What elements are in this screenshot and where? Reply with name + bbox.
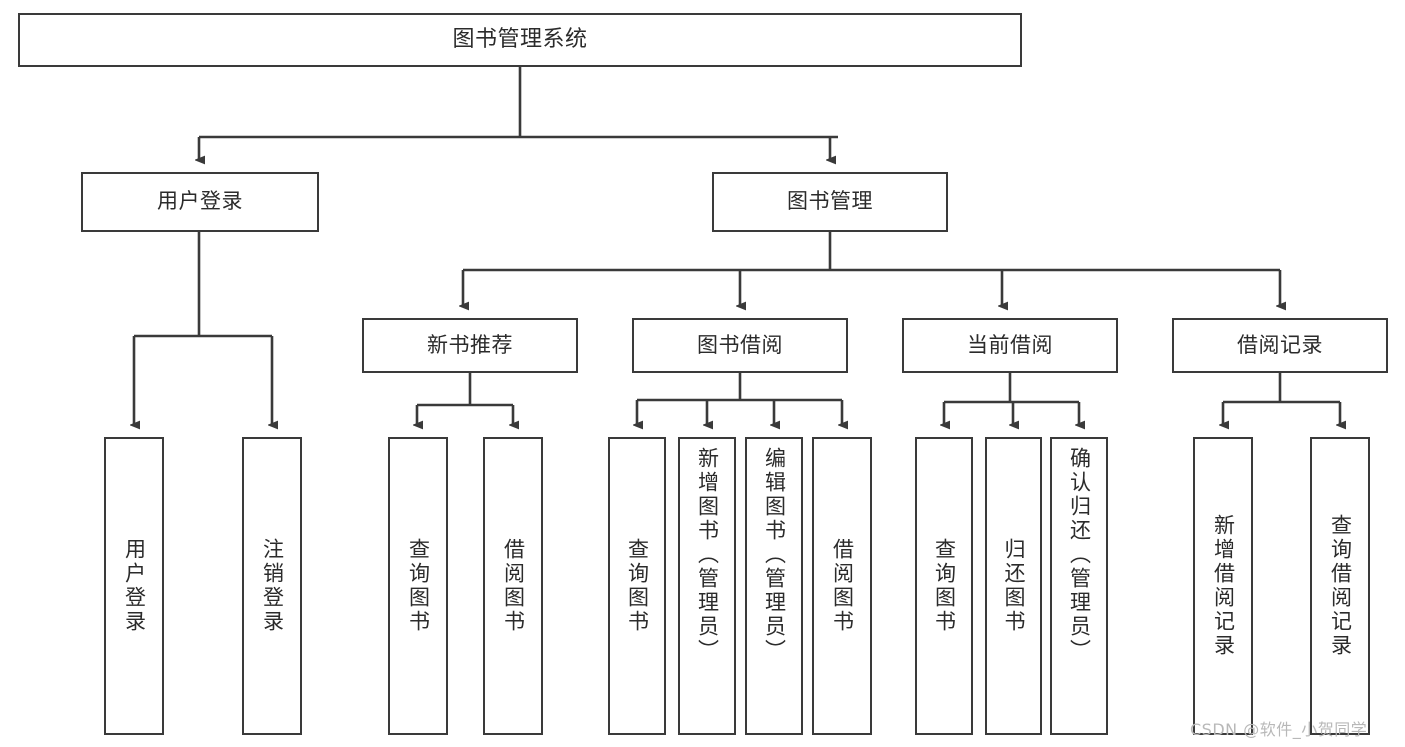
leaf-query-books-current[interactable]: 查询图书 [915, 437, 973, 735]
leaf-query-borrow-record[interactable]: 查询借阅记录 [1310, 437, 1370, 735]
leaf-query-books-borrow[interactable]: 查询图书 [608, 437, 666, 735]
leaf-logout-label: 注销登录 [260, 538, 285, 634]
node-new-book-recommend-label: 新书推荐 [427, 332, 513, 357]
node-user-login[interactable]: 用户登录 [81, 172, 319, 232]
leaf-query-borrow-record-label: 查询借阅记录 [1328, 514, 1353, 658]
leaf-confirm-return-admin[interactable]: 确认归还（管理员） [1050, 437, 1108, 735]
leaf-return-books-label: 归还图书 [1002, 538, 1026, 634]
csdn-watermark: CSDN @软件_小贺同学 [1190, 720, 1368, 739]
node-root[interactable]: 图书管理系统 [18, 13, 1022, 67]
node-book-management-label: 图书管理 [787, 189, 873, 214]
node-current-borrow-label: 当前借阅 [967, 332, 1053, 357]
node-book-management[interactable]: 图书管理 [712, 172, 948, 232]
leaf-return-books[interactable]: 归还图书 [985, 437, 1042, 735]
leaf-user-login-label: 用户登录 [122, 538, 147, 634]
node-book-borrow-label: 图书借阅 [697, 332, 783, 357]
leaf-confirm-return-admin-label: 确认归还（管理员） [1067, 447, 1092, 663]
node-borrow-records-label: 借阅记录 [1237, 332, 1323, 357]
leaf-add-borrow-record[interactable]: 新增借阅记录 [1193, 437, 1253, 735]
leaf-query-books-current-label: 查询图书 [932, 538, 957, 634]
leaf-borrow-books-label: 借阅图书 [830, 538, 855, 634]
leaf-add-borrow-record-label: 新增借阅记录 [1211, 514, 1236, 658]
leaf-edit-book-admin-label: 编辑图书（管理员） [762, 447, 787, 663]
leaf-borrow-books-new-label: 借阅图书 [501, 538, 526, 634]
leaf-edit-book-admin[interactable]: 编辑图书（管理员） [745, 437, 803, 735]
node-user-login-label: 用户登录 [157, 189, 243, 214]
leaf-add-book-admin-label: 新增图书（管理员） [695, 447, 720, 663]
node-borrow-records[interactable]: 借阅记录 [1172, 318, 1388, 373]
leaf-query-books-new-label: 查询图书 [406, 538, 431, 634]
leaf-logout[interactable]: 注销登录 [242, 437, 302, 735]
leaf-borrow-books-new[interactable]: 借阅图书 [483, 437, 543, 735]
node-current-borrow[interactable]: 当前借阅 [902, 318, 1118, 373]
node-root-label: 图书管理系统 [452, 27, 588, 53]
node-new-book-recommend[interactable]: 新书推荐 [362, 318, 578, 373]
leaf-query-books-borrow-label: 查询图书 [625, 538, 650, 634]
leaf-query-books-new[interactable]: 查询图书 [388, 437, 448, 735]
leaf-add-book-admin[interactable]: 新增图书（管理员） [678, 437, 736, 735]
node-book-borrow[interactable]: 图书借阅 [632, 318, 848, 373]
leaf-borrow-books[interactable]: 借阅图书 [812, 437, 872, 735]
leaf-user-login[interactable]: 用户登录 [104, 437, 164, 735]
